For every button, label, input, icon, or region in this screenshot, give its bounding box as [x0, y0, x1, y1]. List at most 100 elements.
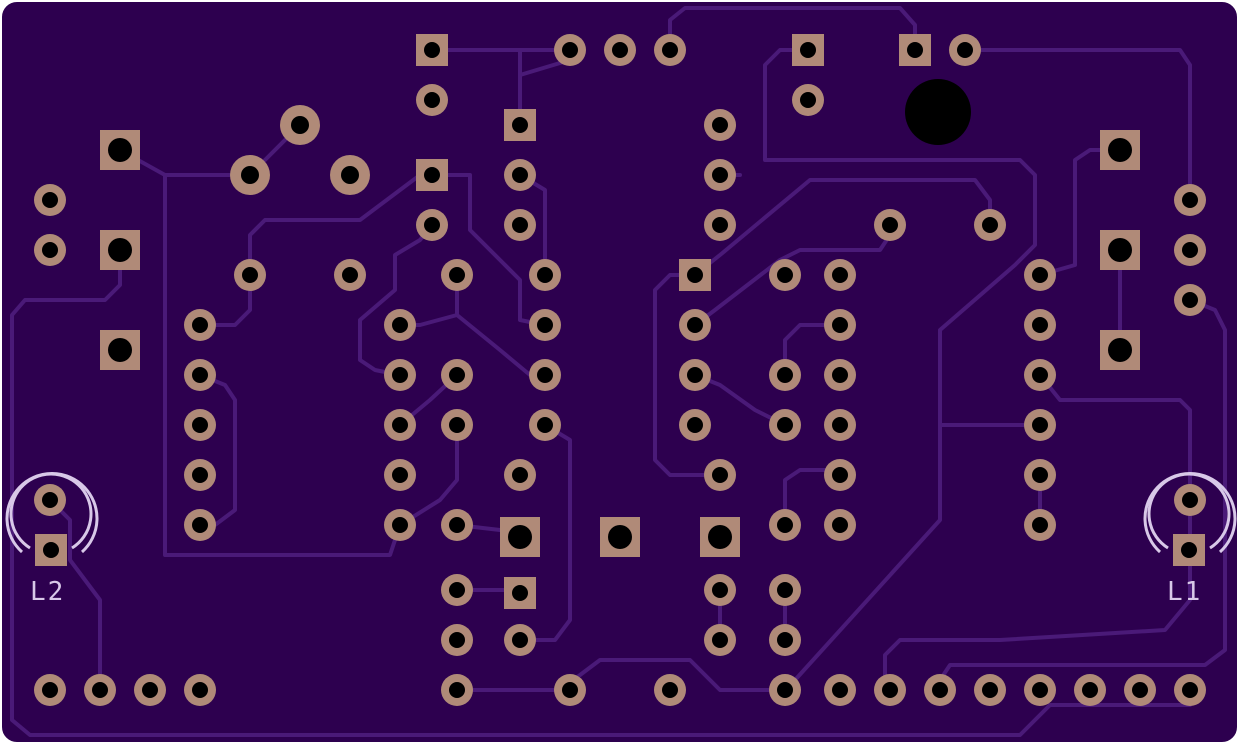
drill-hole [777, 417, 793, 433]
drill-hole [449, 367, 465, 383]
drill-hole [392, 367, 408, 383]
drill-hole [449, 682, 465, 698]
drill-hole [777, 517, 793, 533]
drill-hole [392, 317, 408, 333]
drill-hole [392, 417, 408, 433]
drill-hole [1032, 367, 1048, 383]
round-pads [34, 34, 1206, 706]
drill-hole [832, 682, 848, 698]
drill-hole [512, 117, 528, 133]
drill-hole [1082, 682, 1098, 698]
drill-hole [687, 367, 703, 383]
drill-hole [1182, 682, 1198, 698]
drill-hole [43, 542, 59, 558]
drill-hole [241, 166, 259, 184]
drill-hole [242, 267, 258, 283]
drill-hole [562, 42, 578, 58]
drill-hole [832, 417, 848, 433]
led-label-l1: L1 [1167, 577, 1202, 607]
drill-hole [957, 42, 973, 58]
led-outline-left [5, 472, 99, 554]
drill-hole [1182, 292, 1198, 308]
drill-hole [192, 417, 208, 433]
drill-hole [192, 517, 208, 533]
drill-hole [512, 585, 528, 601]
mounting-hole [905, 79, 971, 145]
drill-hole [982, 682, 998, 698]
drill-hole [712, 117, 728, 133]
drill-hole [449, 267, 465, 283]
drill-hole [562, 682, 578, 698]
drill-hole [42, 682, 58, 698]
drill-hole [832, 517, 848, 533]
drill-hole [142, 682, 158, 698]
drill-hole [192, 682, 208, 698]
drill-hole [42, 242, 58, 258]
drill-hole [42, 492, 58, 508]
drill-hole [882, 682, 898, 698]
drill-hole [882, 217, 898, 233]
drill-hole [537, 317, 553, 333]
drill-hole [42, 192, 58, 208]
drill-hole [537, 267, 553, 283]
drill-hole [1181, 542, 1197, 558]
drill-hole [449, 582, 465, 598]
drill-hole [932, 682, 948, 698]
drill-hole [1132, 682, 1148, 698]
drill-hole [612, 42, 628, 58]
drill-hole [392, 517, 408, 533]
drill-hole [1108, 238, 1132, 262]
drill-hole [341, 166, 359, 184]
drill-hole [907, 42, 923, 58]
drill-hole [108, 238, 132, 262]
drill-hole [1032, 682, 1048, 698]
drill-hole [687, 267, 703, 283]
drill-hole [800, 92, 816, 108]
drill-hole [1032, 517, 1048, 533]
drill-hole [512, 632, 528, 648]
drill-hole [662, 682, 678, 698]
drill-hole [108, 338, 132, 362]
drill-hole [512, 467, 528, 483]
drill-hole [800, 42, 816, 58]
drill-hole [192, 367, 208, 383]
drill-hole [508, 525, 532, 549]
drill-hole [512, 167, 528, 183]
drill-hole [192, 317, 208, 333]
drill-hole [712, 217, 728, 233]
drill-hole [449, 632, 465, 648]
drill-hole [712, 582, 728, 598]
drill-hole [1032, 317, 1048, 333]
drill-hole [777, 632, 793, 648]
led-label-l2: L2 [30, 577, 65, 607]
drill-hole [832, 267, 848, 283]
drill-hole [291, 116, 309, 134]
drill-hole [777, 367, 793, 383]
drill-hole [608, 525, 632, 549]
drill-hole [982, 217, 998, 233]
drill-hole [424, 92, 440, 108]
drill-hole [687, 317, 703, 333]
drill-hole [449, 517, 465, 533]
drill-hole [1032, 267, 1048, 283]
drill-hole [832, 367, 848, 383]
drill-hole [1108, 338, 1132, 362]
drill-hole [392, 467, 408, 483]
drill-hole [777, 267, 793, 283]
drill-hole [424, 167, 440, 183]
drill-hole [108, 138, 132, 162]
drill-hole [512, 217, 528, 233]
drill-hole [424, 42, 440, 58]
drill-hole [712, 632, 728, 648]
drill-hole [1108, 138, 1132, 162]
drill-hole [712, 167, 728, 183]
drill-hole [1182, 242, 1198, 258]
drill-hole [192, 467, 208, 483]
drill-hole [1032, 417, 1048, 433]
drill-hole [777, 682, 793, 698]
drill-hole [712, 467, 728, 483]
drill-hole [1182, 492, 1198, 508]
